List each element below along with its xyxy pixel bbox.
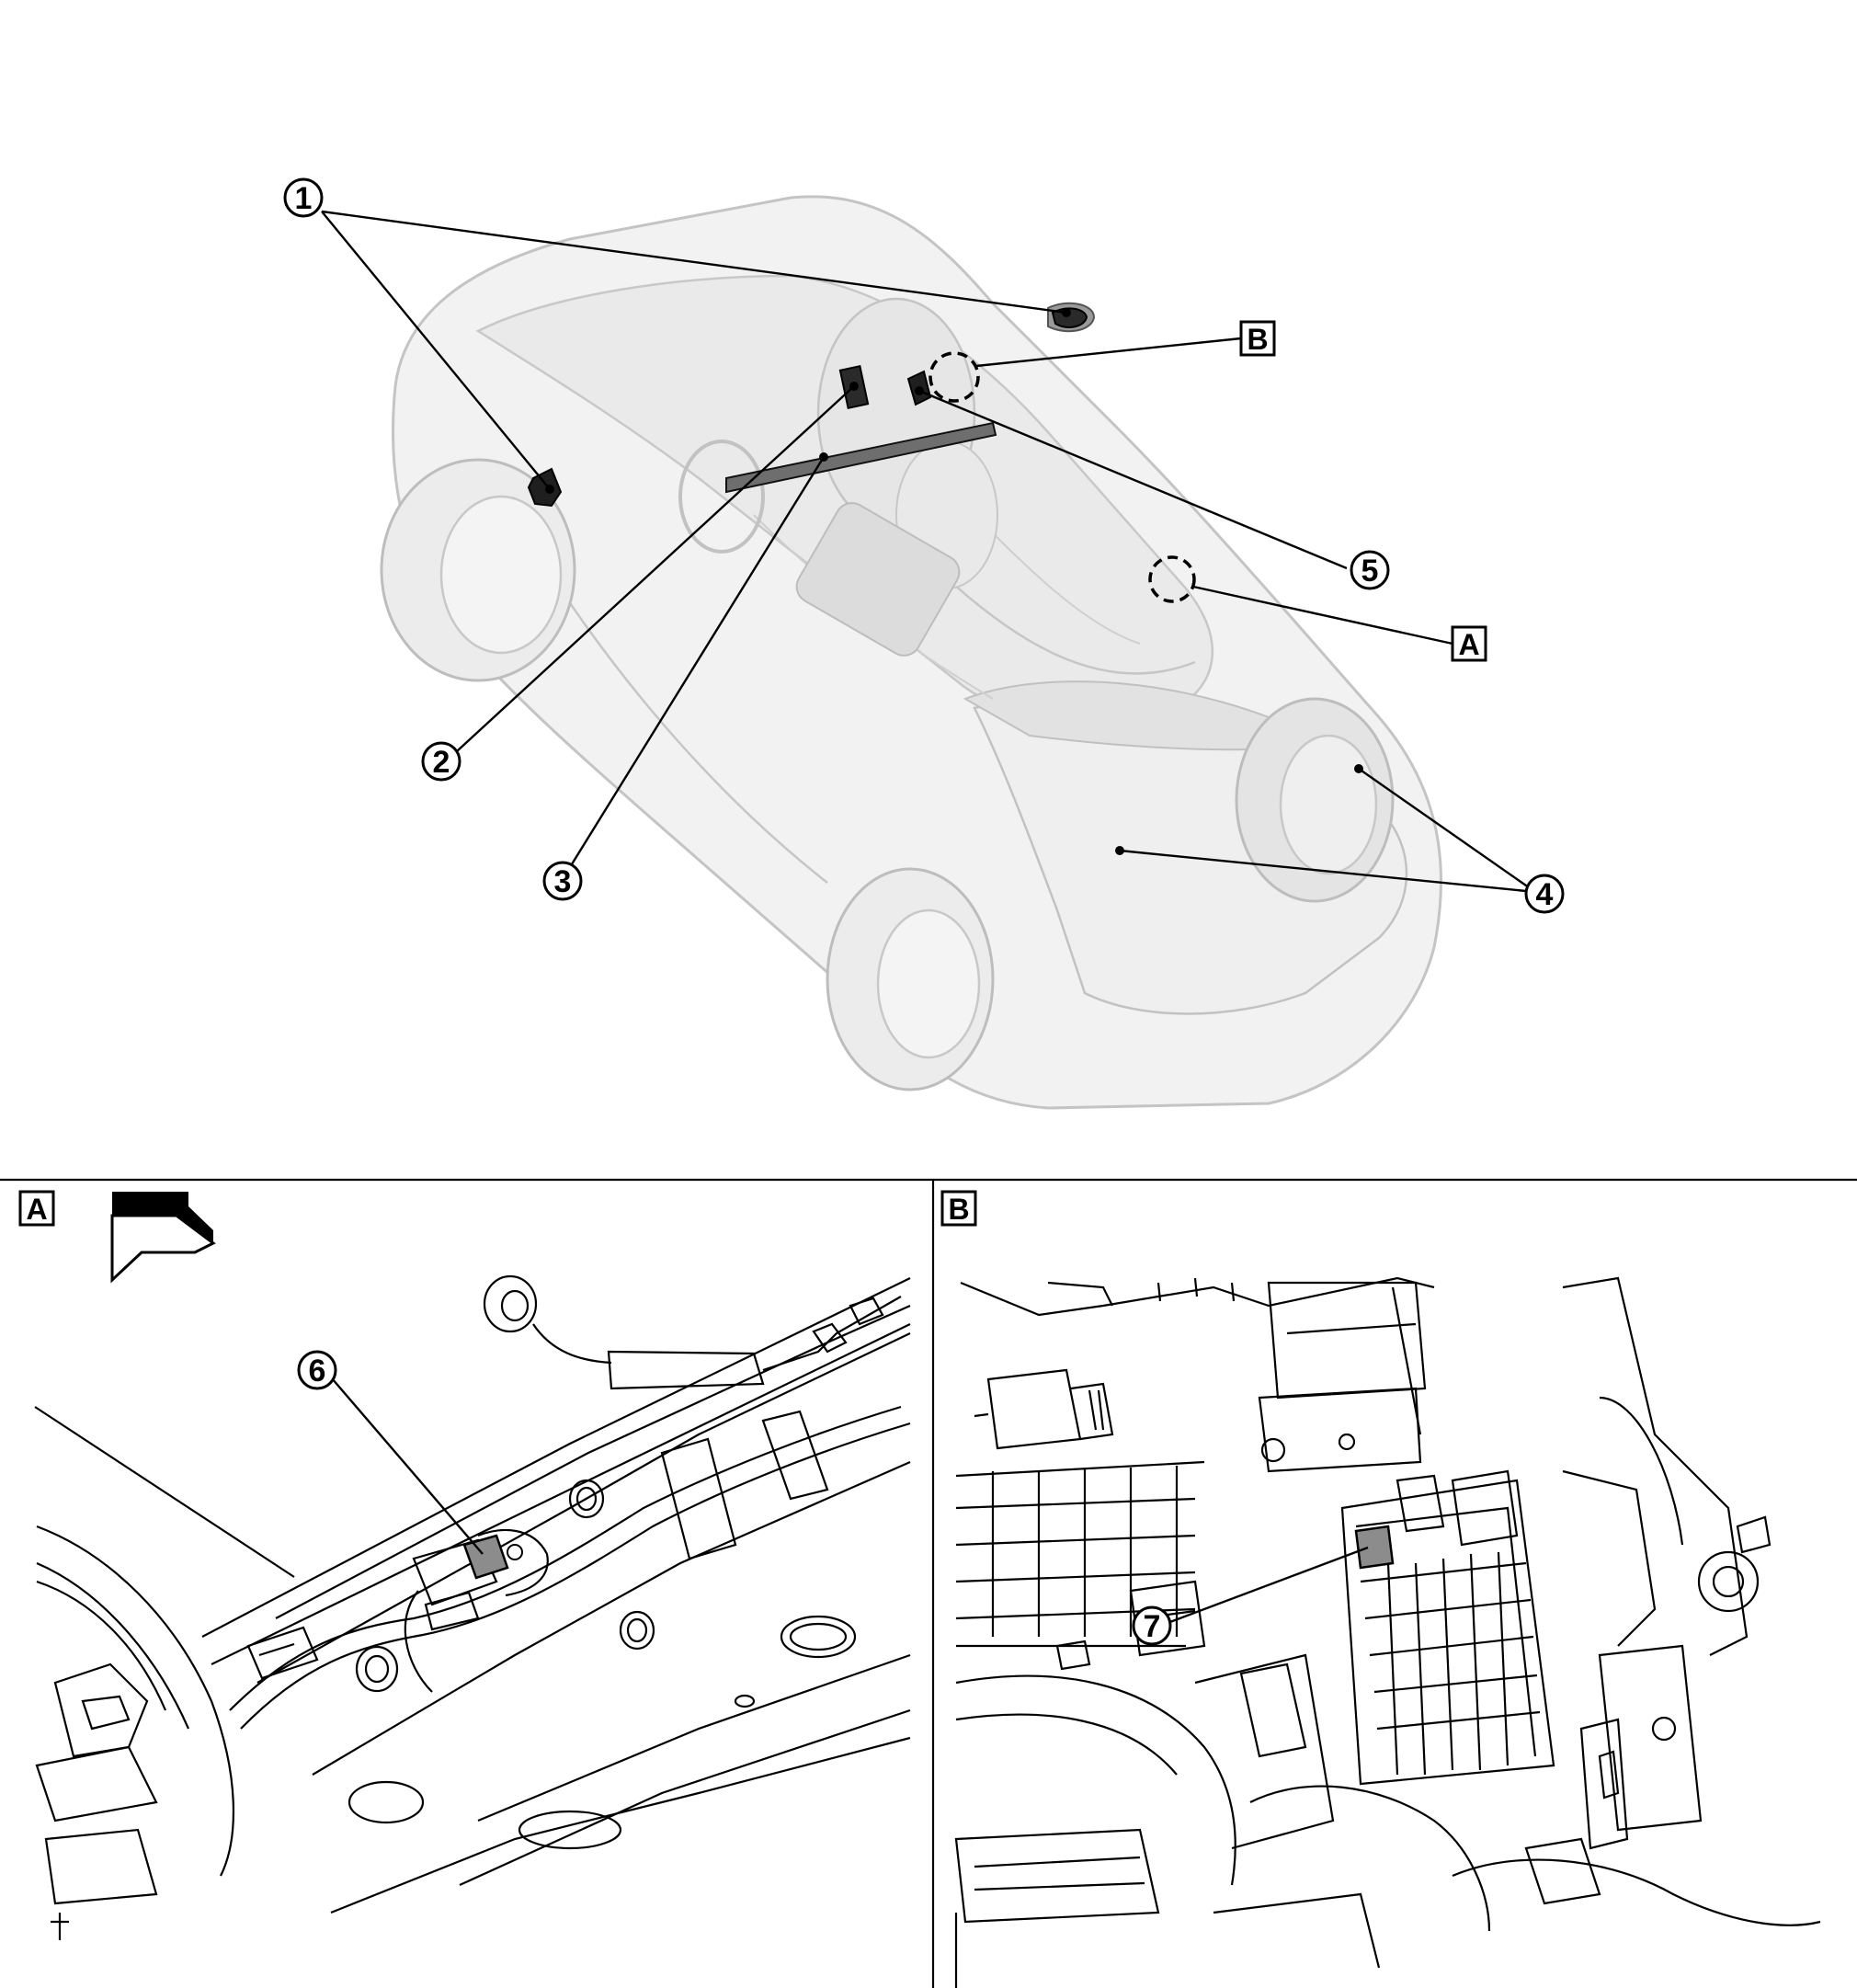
front-direction-arrow xyxy=(110,1192,216,1284)
panel-a-label: A xyxy=(26,1193,47,1226)
panel-b-line-art xyxy=(954,1276,1821,1988)
callout-2-label: 2 xyxy=(433,745,450,780)
leader-6 xyxy=(325,1371,484,1555)
vehicle-phantom-view xyxy=(380,195,1442,1110)
callout-4: 4 xyxy=(1524,874,1565,914)
center-console xyxy=(795,502,961,657)
view-box-a-top-label: A xyxy=(1458,628,1479,661)
view-box-a-top: A xyxy=(1451,625,1487,662)
detail-circle-b xyxy=(928,351,980,403)
rear-right-wheel xyxy=(1235,697,1395,903)
callout-6-label: 6 xyxy=(309,1354,326,1388)
view-box-b-top: B xyxy=(1239,320,1276,357)
panel-a-label-box: A xyxy=(18,1190,55,1227)
callout-6: 6 xyxy=(297,1350,337,1390)
panel-b-label-box: B xyxy=(940,1190,977,1227)
callout-2: 2 xyxy=(421,741,461,782)
component-7-relay xyxy=(1354,1525,1395,1570)
steering-wheel xyxy=(678,440,765,554)
callout-7: 7 xyxy=(1132,1605,1172,1646)
detail-panel-a: A xyxy=(18,1190,911,1940)
component-3-bar xyxy=(725,421,997,494)
panel-b-label: B xyxy=(948,1193,969,1226)
component-1-left-unit xyxy=(527,467,563,508)
callout-1-label: 1 xyxy=(295,181,313,216)
top-leader-dots xyxy=(545,308,1363,855)
detail-panel-b: B xyxy=(940,1190,1821,1988)
component-6-sensor xyxy=(462,1534,509,1580)
leader-7 xyxy=(1167,1546,1369,1625)
callout-7-label: 7 xyxy=(1144,1609,1161,1644)
vehicle-components xyxy=(527,307,1196,603)
callout-3-label: 3 xyxy=(554,864,572,899)
rear-left-wheel xyxy=(826,867,995,1091)
top-leader-lines xyxy=(321,210,1536,894)
callout-5-label: 5 xyxy=(1361,554,1379,588)
view-box-b-top-label: B xyxy=(1247,323,1268,356)
panel-frame xyxy=(0,1178,1857,1988)
panel-a-line-art xyxy=(34,1274,911,1940)
callout-4-label: 4 xyxy=(1536,877,1554,912)
callout-3: 3 xyxy=(542,861,583,901)
callout-1: 1 xyxy=(283,177,324,218)
front-left-wheel xyxy=(380,458,576,682)
callout-5: 5 xyxy=(1350,550,1390,590)
component-6-stud xyxy=(507,1544,523,1560)
detail-circle-a xyxy=(1148,555,1196,603)
